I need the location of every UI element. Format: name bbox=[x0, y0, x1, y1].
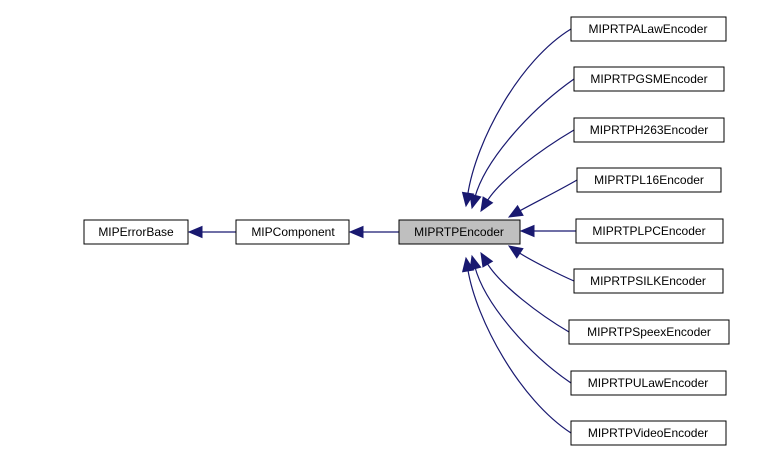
node-label: MIPComponent bbox=[251, 225, 335, 239]
node-mip-rtp-alaw-encoder[interactable]: MIPRTPALawEncoder bbox=[570, 16, 727, 42]
node-mip-rtp-video-encoder[interactable]: MIPRTPVideoEncoder bbox=[570, 420, 727, 446]
node-label: MIPRTPL16Encoder bbox=[594, 173, 704, 187]
edge-video-encoder-arrowhead bbox=[461, 256, 475, 273]
edge-lpc-encoder-arrowhead bbox=[519, 224, 535, 238]
node-label: MIPRTPSpeexEncoder bbox=[587, 325, 711, 339]
edge-gsm-encoder bbox=[474, 78, 575, 198]
node-label: MIPRTPVideoEncoder bbox=[588, 426, 708, 440]
edge-component-errorbase-arrowhead bbox=[187, 225, 203, 239]
edges-layer bbox=[187, 28, 578, 434]
edge-video-encoder bbox=[467, 268, 572, 434]
node-mip-component[interactable]: MIPComponent bbox=[235, 219, 350, 245]
node-mip-rtp-gsm-encoder[interactable]: MIPRTPGSMEncoder bbox=[573, 66, 725, 92]
node-label: MIPRTPALawEncoder bbox=[589, 22, 708, 36]
node-mip-rtp-silk-encoder[interactable]: MIPRTPSILKEncoder bbox=[573, 268, 724, 294]
node-mip-rtp-ulaw-encoder[interactable]: MIPRTPULawEncoder bbox=[570, 370, 727, 396]
edge-speex-encoder-arrowhead bbox=[480, 251, 494, 268]
edge-l16-encoder-arrowhead bbox=[507, 204, 524, 218]
node-label: MIPRTPULawEncoder bbox=[588, 376, 709, 390]
edge-encoder-component-arrowhead bbox=[348, 225, 364, 239]
edge-ulaw-encoder-arrowhead bbox=[469, 254, 482, 271]
nodes-layer: MIPErrorBase MIPComponent MIPRTPEncoder … bbox=[83, 16, 730, 446]
node-mip-rtp-lpc-encoder[interactable]: MIPRTPLPCEncoder bbox=[575, 218, 724, 244]
edge-speex-encoder bbox=[486, 262, 570, 333]
node-mip-rtp-h263-encoder[interactable]: MIPRTPH263Encoder bbox=[573, 117, 725, 143]
edge-silk-encoder bbox=[517, 251, 575, 282]
edge-silk-encoder-arrowhead bbox=[507, 245, 524, 259]
edge-ulaw-encoder bbox=[474, 266, 572, 384]
node-label: MIPRTPSILKEncoder bbox=[590, 274, 706, 288]
edge-l16-encoder bbox=[518, 179, 578, 213]
edge-alaw-encoder bbox=[467, 28, 572, 196]
node-label: MIPErrorBase bbox=[98, 225, 174, 239]
edge-h263-encoder-arrowhead bbox=[480, 196, 494, 213]
node-label: MIPRTPEncoder bbox=[414, 225, 504, 239]
edge-gsm-encoder-arrowhead bbox=[469, 193, 482, 210]
node-label: MIPRTPLPCEncoder bbox=[592, 224, 705, 238]
node-label: MIPRTPH263Encoder bbox=[590, 123, 709, 137]
node-label: MIPRTPGSMEncoder bbox=[590, 72, 707, 86]
node-mip-rtp-l16-encoder[interactable]: MIPRTPL16Encoder bbox=[576, 167, 722, 193]
edge-h263-encoder bbox=[486, 129, 575, 202]
node-mip-rtp-speex-encoder[interactable]: MIPRTPSpeexEncoder bbox=[568, 319, 730, 345]
node-mip-error-base[interactable]: MIPErrorBase bbox=[83, 219, 189, 245]
node-mip-rtp-encoder[interactable]: MIPRTPEncoder bbox=[398, 219, 521, 245]
